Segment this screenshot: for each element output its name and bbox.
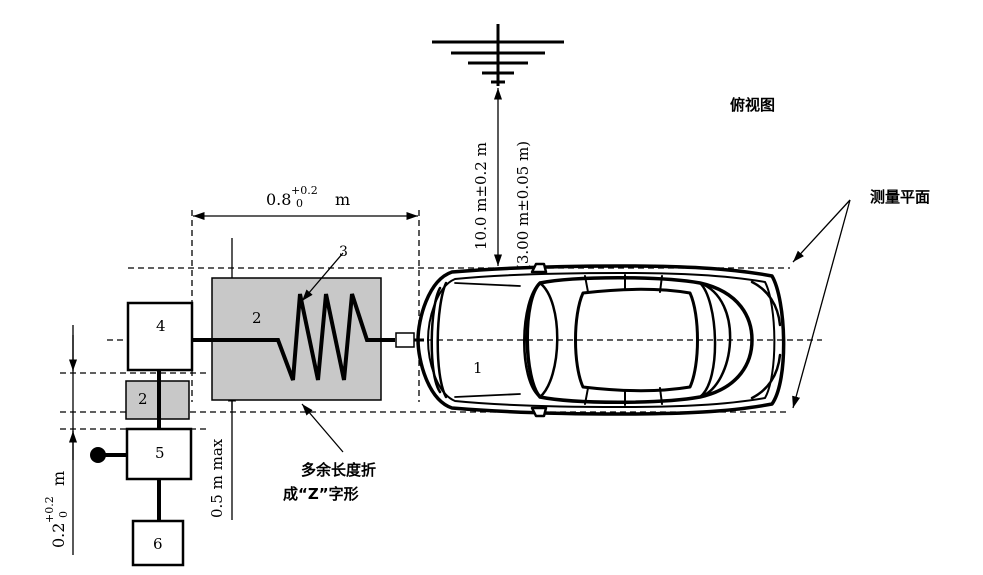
dim-left-sub: 0 [57, 511, 70, 518]
dim-antenna-distance: 10.0 m±0.2 m [472, 142, 490, 250]
vehicle-roof [574, 287, 699, 393]
measurement-plane-arrow-bottom [792, 199, 851, 409]
vehicle-cabin [525, 276, 754, 404]
dim-left-label: 0.2 +0.2 0 m [43, 471, 70, 548]
ground-terminal [90, 447, 106, 463]
box-5-label: 5 [155, 444, 165, 462]
cable-zigzag-label: 3 [339, 244, 348, 260]
vehicle-rear-light-top [750, 280, 782, 327]
vehicle-label: 1 [473, 359, 483, 377]
dim-horizontal-sub: 0 [296, 197, 303, 210]
dim-horizontal-sup: +0.2 [291, 184, 318, 197]
vehicle-hood-lines [454, 282, 521, 398]
vehicle-front-bumper [430, 281, 448, 399]
view-title: 俯视图 [730, 96, 775, 114]
box-chain [90, 370, 161, 521]
box-6 [131, 519, 185, 567]
dim-horizontal-unit: m [335, 190, 350, 209]
dim-max-height: 0.5 m max [208, 438, 226, 518]
measurement-plane-label: 测量平面 [870, 188, 930, 206]
leader-cable-zigzag [301, 252, 344, 302]
box-4-label: 4 [156, 317, 166, 335]
dim-horizontal-base: 0.8 [266, 190, 291, 209]
box-5 [125, 427, 193, 481]
zigzag-note-line1: 多余长度折 [301, 461, 376, 479]
ground-block-small-label: 2 [138, 390, 148, 408]
vehicle-door-lines [584, 274, 663, 406]
measurement-plane-arrow-top [792, 199, 851, 263]
dim-left-unit: m [49, 471, 68, 486]
vehicle-body-outer [416, 264, 786, 416]
vehicle-windshield [523, 281, 559, 399]
zigzag-note-line2: 成“Z”字形 [283, 485, 359, 503]
vehicle-rear-light-bottom [750, 353, 782, 400]
dim-left-base: 0.2 [49, 523, 68, 548]
vehicle-rear-window [698, 281, 732, 399]
leader-zigzag-note [301, 403, 344, 453]
dim-left-sup: +0.2 [43, 496, 56, 523]
vehicle [416, 262, 786, 418]
box-4 [126, 301, 194, 372]
cable-zigzag [192, 293, 395, 381]
antenna-symbol [432, 24, 564, 86]
connector [395, 332, 415, 348]
vehicle-side-mirror-top [530, 262, 548, 274]
ground-block-large-label: 2 [252, 309, 262, 327]
vehicle-side-mirror-bottom [530, 406, 548, 418]
box-6-label: 6 [153, 535, 163, 553]
dim-antenna-distance-alt: (3.00 m±0.05 m) [514, 141, 532, 270]
